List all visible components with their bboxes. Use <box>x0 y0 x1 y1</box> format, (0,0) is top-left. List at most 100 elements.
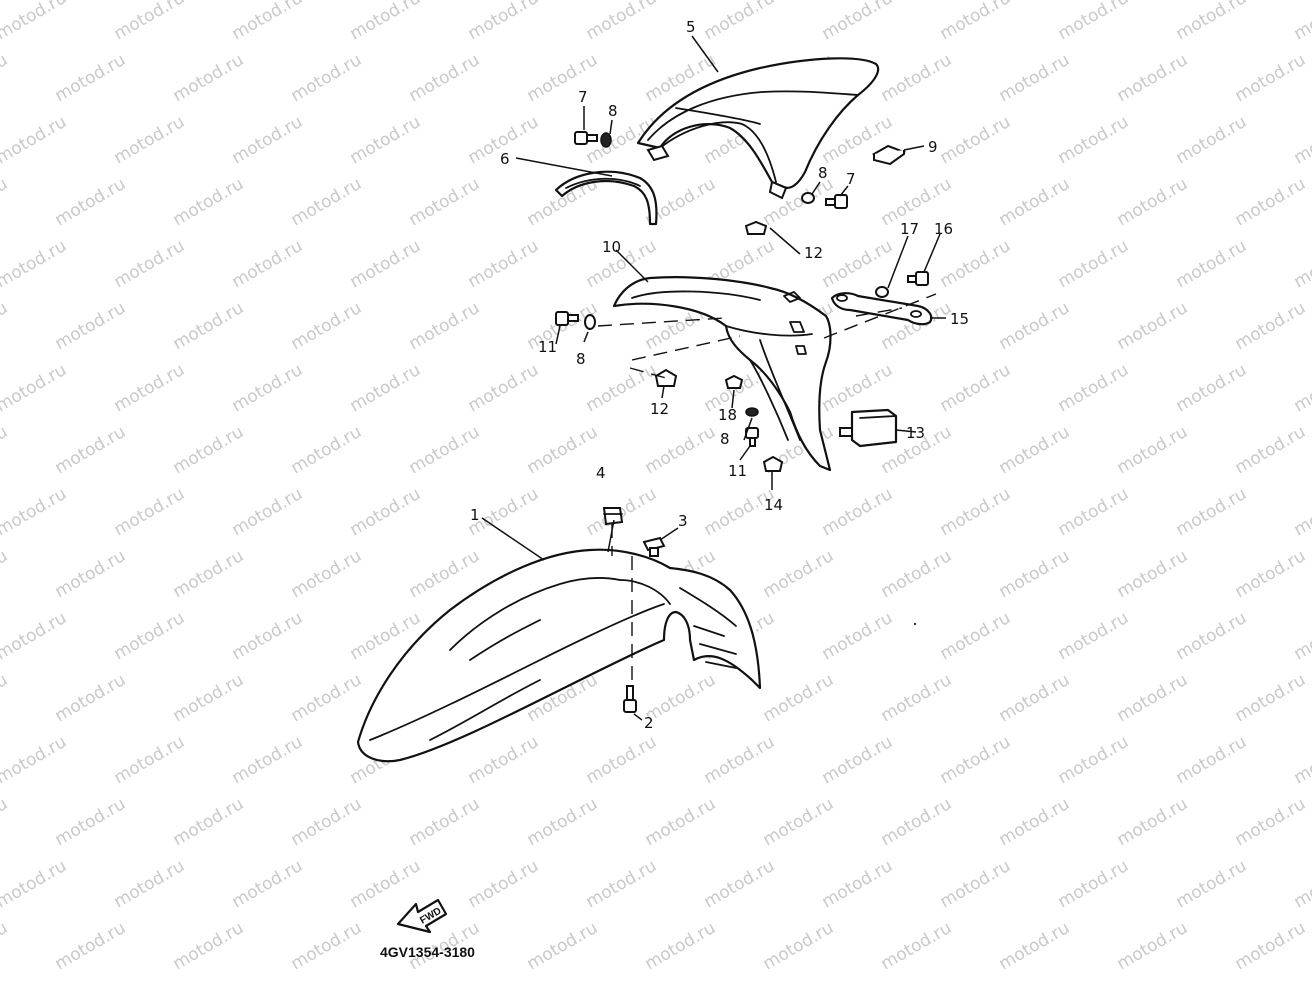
watermark-text: motod.ru <box>878 546 956 602</box>
watermark-text: motod.ru <box>288 918 366 974</box>
part-front-fender <box>356 548 762 763</box>
watermark-text: motod.ru <box>0 236 70 292</box>
label-14: 14 <box>764 496 783 514</box>
watermark-text: motod.ru <box>1291 608 1312 664</box>
watermark-text: motod.ru <box>170 174 248 230</box>
forward-arrow: FWD <box>396 898 448 934</box>
watermark-text: motod.ru <box>229 236 307 292</box>
watermark-text: motod.ru <box>1055 732 1133 788</box>
watermark-text: motod.ru <box>996 546 1074 602</box>
watermark-text: motod.ru <box>0 732 70 788</box>
watermark-text: motod.ru <box>406 50 484 106</box>
watermark-text: motod.ru <box>878 794 956 850</box>
label-11b: 11 <box>728 462 747 480</box>
watermark-text: motod.ru <box>1114 918 1192 974</box>
watermark-text: motod.ru <box>937 856 1015 912</box>
watermark-text: motod.ru <box>1055 608 1133 664</box>
watermark-text: motod.ru <box>170 794 248 850</box>
watermark-text: motod.ru <box>347 856 425 912</box>
part-rubber-strip <box>554 170 658 226</box>
watermark-text: motod.ru <box>0 608 70 664</box>
watermark-text: motod.ru <box>1291 0 1312 44</box>
speck <box>913 622 917 626</box>
watermark-text: motod.ru <box>52 794 130 850</box>
watermark-text: motod.ru <box>819 236 897 292</box>
watermark-text: motod.ru <box>288 298 366 354</box>
watermark-text: motod.ru <box>583 856 661 912</box>
watermark-text: motod.ru <box>1055 0 1133 44</box>
watermark-text: motod.ru <box>406 422 484 478</box>
watermark-text: motod.ru <box>1173 112 1251 168</box>
watermark-text: motod.ru <box>1114 794 1192 850</box>
watermark-text: motod.ru <box>465 360 543 416</box>
watermark-text: motod.ru <box>170 50 248 106</box>
watermark-text: motod.ru <box>819 732 897 788</box>
watermark-text: motod.ru <box>819 0 897 44</box>
label-13: 13 <box>906 424 925 442</box>
watermark-text: motod.ru <box>1173 856 1251 912</box>
watermark-text: motod.ru <box>170 670 248 726</box>
bolt-7b <box>825 194 848 209</box>
watermark-text: motod.ru <box>465 856 543 912</box>
watermark-text: motod.ru <box>0 794 11 850</box>
label-10: 10 <box>602 238 621 256</box>
watermark-text: motod.ru <box>465 0 543 44</box>
watermark-text: motod.ru <box>111 484 189 540</box>
watermark-text: motod.ru <box>996 794 1074 850</box>
collar-4 <box>602 507 624 526</box>
watermark-text: motod.ru <box>819 360 897 416</box>
watermark-text: motod.ru <box>937 236 1015 292</box>
watermark-text: motod.ru <box>1291 360 1312 416</box>
watermark-text: motod.ru <box>1173 732 1251 788</box>
watermark-text: motod.ru <box>1055 484 1133 540</box>
watermark-text: motod.ru <box>0 112 70 168</box>
watermark-text: motod.ru <box>406 794 484 850</box>
watermark-text: motod.ru <box>52 50 130 106</box>
watermark-text: motod.ru <box>52 546 130 602</box>
watermark-text: motod.ru <box>0 670 11 726</box>
watermark-text: motod.ru <box>0 422 11 478</box>
watermark-text: motod.ru <box>701 0 779 44</box>
watermark-text: motod.ru <box>1114 50 1192 106</box>
bolt-7a <box>574 131 598 145</box>
watermark-text: motod.ru <box>819 856 897 912</box>
watermark-text: motod.ru <box>524 794 602 850</box>
watermark-text: motod.ru <box>524 918 602 974</box>
watermark-text: motod.ru <box>878 918 956 974</box>
label-3: 3 <box>678 512 688 530</box>
watermark-text: motod.ru <box>1173 608 1251 664</box>
watermark-text: motod.ru <box>1232 670 1310 726</box>
watermark-text: motod.ru <box>170 546 248 602</box>
label-16: 16 <box>934 220 953 238</box>
bolt-16 <box>907 271 929 286</box>
watermark-text: motod.ru <box>642 422 720 478</box>
watermark-text: motod.ru <box>1114 670 1192 726</box>
watermark-text: motod.ru <box>1232 174 1310 230</box>
label-5: 5 <box>686 18 696 36</box>
watermark-text: motod.ru <box>996 918 1074 974</box>
watermark-text: motod.ru <box>1173 360 1251 416</box>
washer-8d <box>745 407 759 417</box>
label-8b: 8 <box>818 164 828 182</box>
clip-9 <box>871 144 907 166</box>
watermark-text: motod.ru <box>878 50 956 106</box>
label-6: 6 <box>500 150 510 168</box>
nut-14 <box>762 455 784 472</box>
watermark-text: motod.ru <box>111 608 189 664</box>
watermark-text: motod.ru <box>347 112 425 168</box>
watermark-text: motod.ru <box>52 422 130 478</box>
part-rear-cowl <box>636 57 880 200</box>
watermark-text: motod.ru <box>406 298 484 354</box>
watermark-text: motod.ru <box>1232 546 1310 602</box>
watermark-text: motod.ru <box>0 298 11 354</box>
watermark-text: motod.ru <box>760 918 838 974</box>
watermark-text: motod.ru <box>0 174 11 230</box>
watermark-text: motod.ru <box>701 732 779 788</box>
watermark-text: motod.ru <box>760 546 838 602</box>
watermark-text: motod.ru <box>0 856 70 912</box>
watermark-text: motod.ru <box>1114 174 1192 230</box>
watermark-text: motod.ru <box>996 50 1074 106</box>
watermark-text: motod.ru <box>1291 856 1312 912</box>
watermark-text: motod.ru <box>1055 236 1133 292</box>
